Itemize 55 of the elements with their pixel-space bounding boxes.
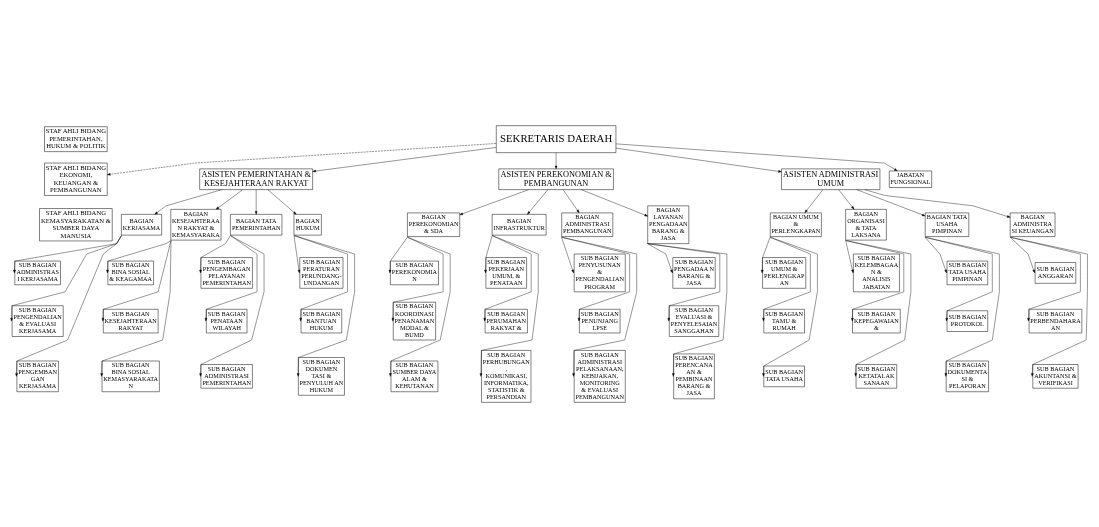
arrow xyxy=(581,189,648,216)
arrow xyxy=(924,236,1000,377)
arrow xyxy=(293,234,301,273)
arrow xyxy=(459,189,529,215)
arrow xyxy=(762,236,811,321)
arrow xyxy=(199,234,231,273)
node-box: ASISTEN ADMINISTRASI UMUM xyxy=(781,168,881,190)
arrow xyxy=(838,189,855,209)
arrow xyxy=(562,189,580,213)
arrow xyxy=(647,242,673,273)
arrow xyxy=(762,236,818,377)
arrow xyxy=(647,242,720,321)
arrow xyxy=(479,234,539,377)
arrow xyxy=(561,236,574,273)
node-box: ASISTEN PEREKONOMIAN & PEMBANGUNAN xyxy=(498,168,614,190)
arrow xyxy=(154,188,222,215)
arrow xyxy=(1009,236,1035,273)
arrow xyxy=(215,189,243,210)
arrow xyxy=(107,142,497,175)
node-box: ASISTEN PEMERINTAHAN & KESEJAHTERAAN RAKYAT xyxy=(199,168,313,190)
arrow xyxy=(845,239,854,273)
arrow xyxy=(101,239,172,321)
arrow xyxy=(761,236,771,273)
arrow xyxy=(204,234,258,321)
arrow xyxy=(100,239,172,377)
arrow xyxy=(484,234,493,273)
arrow xyxy=(554,152,558,169)
arrow xyxy=(199,234,265,377)
arrow xyxy=(856,189,926,216)
arrow xyxy=(845,239,905,321)
arrow xyxy=(615,143,898,171)
arrow xyxy=(647,242,728,377)
arrow xyxy=(293,234,348,321)
arrow xyxy=(561,236,630,321)
arrow xyxy=(561,236,637,377)
arrow xyxy=(1009,236,1088,377)
arrow xyxy=(845,239,912,377)
arrow xyxy=(615,147,782,173)
arrow xyxy=(527,189,548,215)
arrow xyxy=(864,188,1011,218)
node-box: SEKRETARIS DAERAH xyxy=(496,124,617,153)
arrow xyxy=(254,189,258,215)
arrow xyxy=(388,236,408,273)
arrow xyxy=(391,236,444,321)
arrow xyxy=(106,239,172,273)
arrow xyxy=(804,189,824,213)
arrow xyxy=(389,236,451,377)
arrow xyxy=(924,236,947,273)
arrow xyxy=(293,234,355,377)
arrow xyxy=(483,234,532,321)
arrow xyxy=(924,236,993,321)
arrow xyxy=(267,189,297,215)
arrow xyxy=(1009,236,1081,321)
arrow xyxy=(15,234,122,377)
arrow xyxy=(312,146,497,172)
